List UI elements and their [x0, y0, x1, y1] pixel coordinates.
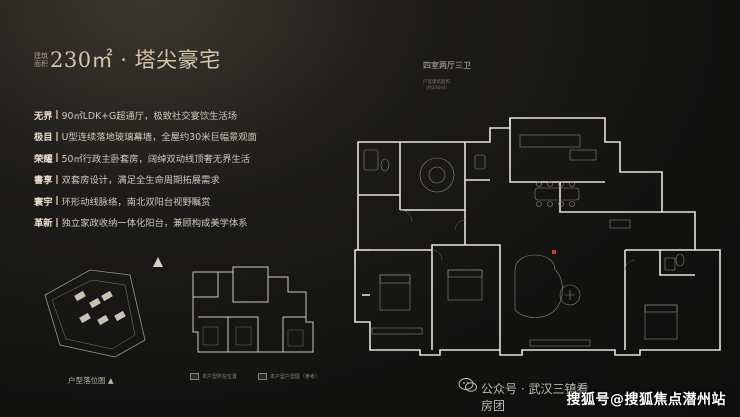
legend-text: 本户型户型图（参考）: [270, 374, 321, 380]
legend-item: 本户型户型图（参考）: [258, 373, 320, 380]
feature-item: 寰宇环形动线脉络，南北双阳台视野瞩赏: [34, 190, 334, 212]
feature-item: 書享双套房设计，满足全生命周期拓展需求: [34, 169, 334, 191]
plan-label: 四室两厅三卫: [423, 61, 471, 70]
north-arrow-icon: [153, 257, 163, 267]
feature-divider: [55, 174, 58, 184]
feature-divider: [55, 217, 58, 227]
feature-divider: [55, 153, 58, 163]
legend-item: 本户型所在位置: [190, 373, 237, 380]
floor-plan: [354, 117, 721, 356]
feature-key: 荣耀: [34, 153, 53, 165]
plan-sub-line: 户型建筑面积: [423, 80, 450, 85]
site-map-label: 户型落位图 ▲: [68, 376, 114, 385]
feature-key: 書享: [34, 175, 53, 187]
feature-list: 无界 90㎡LDK+G超通厅，极致社交宴饮生活场 极目 U型连续落地玻璃幕墙，全屋约…: [34, 104, 334, 233]
feature-key: 寰宇: [34, 196, 53, 208]
feature-item: 极目 U型连续落地玻璃幕墙，全屋约30米巨幅景观面: [34, 126, 334, 148]
feature-key: 无界: [34, 110, 53, 122]
feature-text: 90㎡LDK+G超通厅，极致社交宴饮生活场: [61, 110, 238, 122]
plan-sublabel: 户型建筑面积 （约230㎡）: [423, 80, 450, 92]
feature-divider: [55, 110, 58, 120]
wechat-icon: [458, 378, 477, 392]
title-prefix: 建筑面积: [34, 52, 48, 68]
wechat-watermark: 公众号 · 武汉三镇看房团: [481, 382, 589, 413]
reference-floor-plan: [192, 266, 314, 353]
feature-divider: [55, 196, 58, 206]
legend-swatch: [258, 373, 267, 380]
entrance-marker: [552, 250, 556, 254]
feature-text: 双套房设计，满足全生命周期拓展需求: [61, 175, 220, 187]
feature-item: 荣耀 50㎡行政主卧套房，阔绰双动线顶奢无界生活: [34, 147, 334, 169]
feature-text: 环形动线脉络，南北双阳台视野瞩赏: [61, 196, 211, 208]
feature-text: 独立家政收纳一体化阳台，兼顾构成美学体系: [61, 218, 248, 230]
feature-key: 极目: [34, 132, 53, 144]
site-location-map: [44, 257, 163, 358]
feature-text: 50㎡行政主卧套房，阔绰双动线顶奢无界生活: [61, 153, 251, 165]
plan-sub-line: （约230㎡）: [423, 86, 450, 91]
legend-text: 本户型所在位置: [202, 374, 238, 380]
feature-item: 无界 90㎡LDK+G超通厅，极致社交宴饮生活场: [34, 104, 334, 126]
source-footer: 搜狐号@搜狐焦点潜州站: [566, 392, 726, 408]
legend-swatch: [190, 373, 199, 380]
feature-divider: [55, 131, 58, 141]
feature-item: 革新独立家政收纳一体化阳台，兼顾构成美学体系: [34, 212, 334, 234]
feature-text: U型连续落地玻璃幕墙，全屋约30米巨幅景观面: [61, 132, 257, 144]
feature-key: 革新: [34, 218, 53, 230]
page-title: 230㎡ · 塔尖豪宅: [50, 48, 221, 72]
